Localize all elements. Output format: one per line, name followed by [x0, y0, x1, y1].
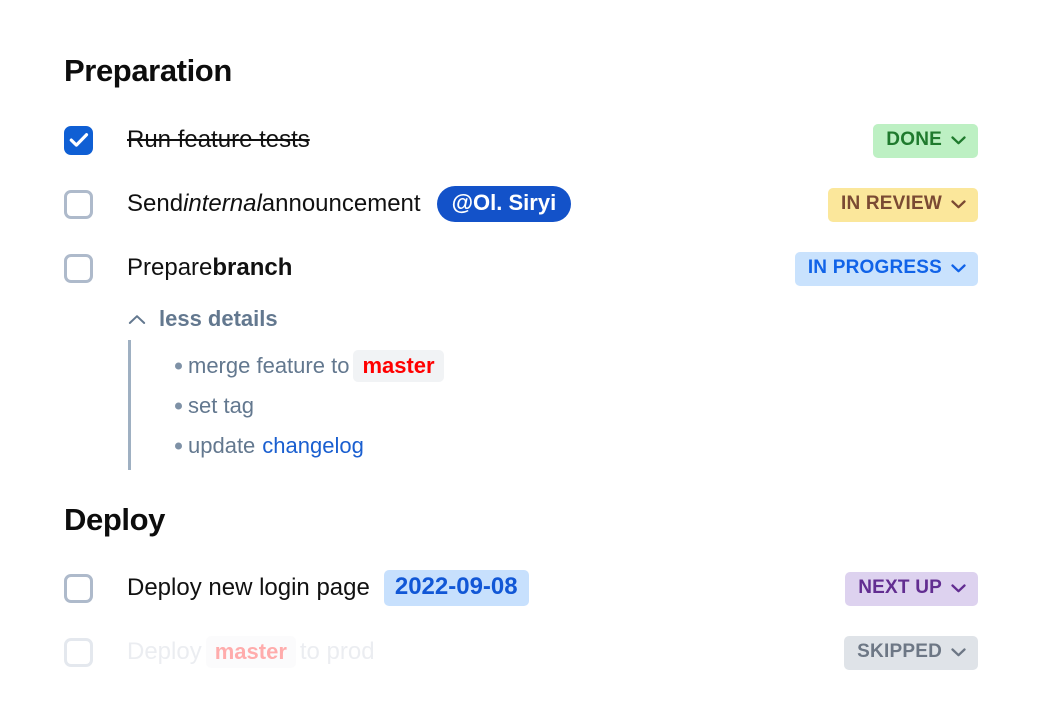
status-badge-in-progress[interactable]: IN PROGRESS: [794, 252, 978, 286]
task-row[interactable]: Deploy master to prod: [64, 632, 978, 672]
status-badge-label: IN PROGRESS: [807, 257, 942, 278]
task-text-after: announcement: [261, 190, 421, 218]
check-icon: [69, 133, 88, 147]
chevron-down-icon: [951, 264, 966, 273]
status-badge-done[interactable]: DONE: [873, 124, 978, 158]
list-item: update changelog: [131, 426, 648, 466]
task-label: Run feature tests: [127, 126, 310, 154]
date-chip: 2022-09-08: [383, 569, 529, 607]
checkbox-run-feature-tests[interactable]: [64, 125, 93, 155]
code-chip-master: master: [205, 635, 296, 669]
chevron-down-icon: [951, 136, 966, 145]
status-badge-next-up[interactable]: NEXT UP: [845, 572, 978, 606]
detail-text-before: update: [188, 433, 256, 458]
list-item: set tag: [131, 386, 648, 426]
chevron-up-icon: [128, 314, 146, 325]
section-heading-deploy: Deploy: [64, 502, 165, 537]
task-text-italic: internal: [183, 190, 262, 218]
task-row[interactable]: Run feature tests: [64, 120, 978, 160]
status-badge-label: DONE: [886, 129, 942, 150]
status-badge-skipped[interactable]: SKIPPED: [844, 636, 978, 670]
chevron-down-icon: [951, 648, 966, 657]
mention-pill[interactable]: @Ol. Siryi: [436, 185, 572, 223]
changelog-link[interactable]: changelog: [262, 433, 364, 458]
detail-text-before: set tag: [188, 393, 255, 418]
task-row[interactable]: Send internal announcement @Ol. Siryi: [64, 184, 978, 224]
chevron-down-icon: [951, 200, 966, 209]
checkbox-send-internal-announcement[interactable]: [64, 189, 93, 219]
task-text-after: to prod: [299, 638, 375, 666]
task-text-before: Prepare: [127, 254, 213, 282]
section-heading-preparation: Preparation: [64, 53, 232, 88]
details-list: merge feature to master set tag update c…: [128, 340, 648, 470]
status-badge-label: IN REVIEW: [840, 193, 942, 214]
chevron-down-icon: [951, 584, 966, 593]
task-text: Deploy new login page: [127, 574, 370, 602]
task-label: Send internal announcement @Ol. Siryi: [127, 185, 572, 223]
less-details-toggle[interactable]: less details: [128, 304, 648, 334]
task-row[interactable]: Prepare branch: [64, 248, 978, 288]
task-text-bold: branch: [212, 254, 293, 282]
task-row[interactable]: Deploy new login page 2022-09-08: [64, 568, 978, 608]
checkbox-deploy-new-login-page[interactable]: [64, 573, 93, 603]
less-details-label: less details: [159, 306, 278, 331]
checkbox-deploy-master-to-prod[interactable]: [64, 637, 93, 667]
list-item: merge feature to master: [131, 346, 648, 386]
code-chip-master: master: [353, 349, 444, 383]
task-text-before: Send: [127, 190, 184, 218]
task-text: Run feature tests: [127, 126, 310, 154]
status-badge-label: NEXT UP: [858, 577, 942, 598]
task-label: Deploy master to prod: [127, 635, 375, 669]
details-block: less details merge feature to master set…: [128, 304, 648, 470]
status-badge-label: SKIPPED: [857, 641, 942, 662]
checkbox-prepare-branch[interactable]: [64, 253, 93, 283]
detail-text-before: merge feature to: [188, 353, 350, 378]
task-text-before: Deploy: [127, 638, 202, 666]
task-label: Deploy new login page 2022-09-08: [127, 569, 529, 607]
status-badge-in-review[interactable]: IN REVIEW: [827, 188, 978, 222]
task-label: Prepare branch: [127, 254, 292, 282]
